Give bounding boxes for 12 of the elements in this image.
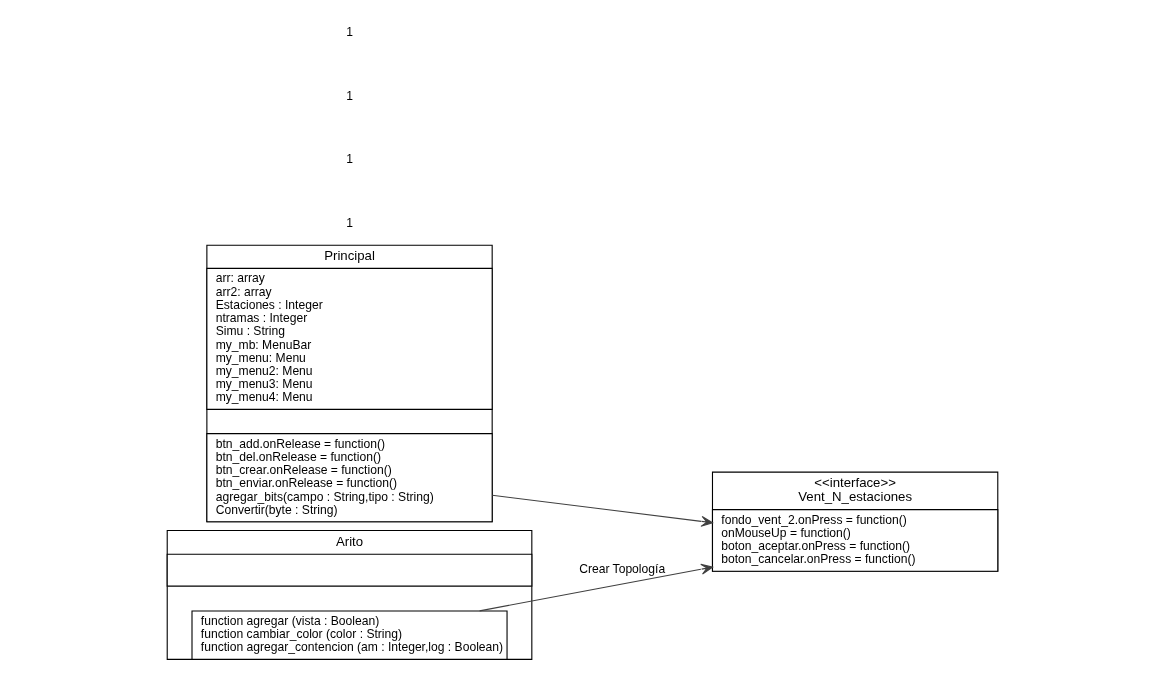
label: 1 (345, 216, 353, 231)
label: 1 (345, 152, 353, 167)
node-box: btn_add.onRelease = function() btn_del.onRelease = function() btn_crear.onRelease = function() btn_enviar.onRelease = function() agregar_bits(campo : String,tipo : String) Convertir(byte : String) (205, 433, 493, 523)
node-box: function agregar (vista : Boolean) function cambiar_color (color : String) function agregar_contencion (am : Integer,log : Boolean) (190, 610, 508, 660)
node-box: fondo_vent_2.onPress = function() onMouseUp = function() boton_aceptar.onPress = function() boton_cancelar.onPress = function() (711, 509, 998, 572)
edge-label: Crear Topología (578, 562, 665, 577)
label: 1 (345, 88, 353, 103)
node-box: arr: array arr2: array Estaciones : Integer ntramas : Integer Simu : String my_mb: MenuBar my_menu: Menu my_menu2: Menu my_menu3: Menu my_menu4: Menu (205, 267, 493, 410)
arrow (478, 563, 713, 612)
arrow (491, 494, 713, 527)
node-box (166, 553, 532, 587)
label: 1 (345, 24, 353, 39)
